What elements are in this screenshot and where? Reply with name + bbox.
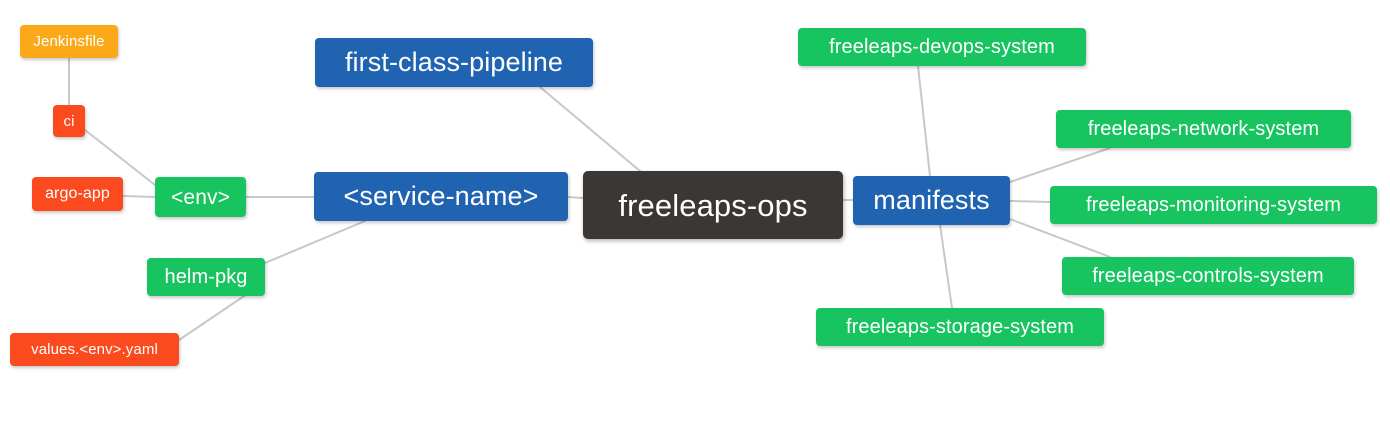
node-freeleaps-controls-system[interactable]: freeleaps-controls-system — [1062, 257, 1354, 295]
node-freeleaps-ops[interactable]: freeleaps-ops — [583, 171, 843, 239]
edge-manifests-to-freeleaps-monitoring-system — [1009, 200, 1051, 203]
node-env[interactable]: <env> — [155, 177, 246, 217]
edge-manifests-to-freeleaps-storage-system — [939, 224, 953, 309]
node-manifests[interactable]: manifests — [853, 176, 1010, 225]
node-values-yaml[interactable]: values.<env>.yaml — [10, 333, 179, 366]
edge-helm-pkg-to-service-name — [264, 220, 366, 264]
edge-service-name-to-freeleaps-ops — [567, 196, 584, 199]
node-first-class-pipeline[interactable]: first-class-pipeline — [315, 38, 593, 87]
node-ci[interactable]: ci — [53, 105, 85, 137]
node-freeleaps-devops-system[interactable]: freeleaps-devops-system — [798, 28, 1086, 66]
node-service-name[interactable]: <service-name> — [314, 172, 568, 221]
edge-argo-app-to-env — [122, 195, 156, 198]
edge-manifests-to-freeleaps-network-system — [1009, 147, 1111, 183]
edge-manifests-to-freeleaps-devops-system — [917, 65, 931, 177]
edge-first-class-pipeline-to-freeleaps-ops — [539, 86, 641, 172]
node-jenkinsfile[interactable]: Jenkinsfile — [20, 25, 118, 58]
edge-manifests-to-freeleaps-controls-system — [1009, 218, 1111, 258]
node-helm-pkg[interactable]: helm-pkg — [147, 258, 265, 296]
node-argo-app[interactable]: argo-app — [32, 177, 123, 211]
node-freeleaps-monitoring-system[interactable]: freeleaps-monitoring-system — [1050, 186, 1377, 224]
edge-values-yaml-to-helm-pkg — [178, 291, 251, 341]
node-freeleaps-network-system[interactable]: freeleaps-network-system — [1056, 110, 1351, 148]
node-freeleaps-storage-system[interactable]: freeleaps-storage-system — [816, 308, 1104, 346]
